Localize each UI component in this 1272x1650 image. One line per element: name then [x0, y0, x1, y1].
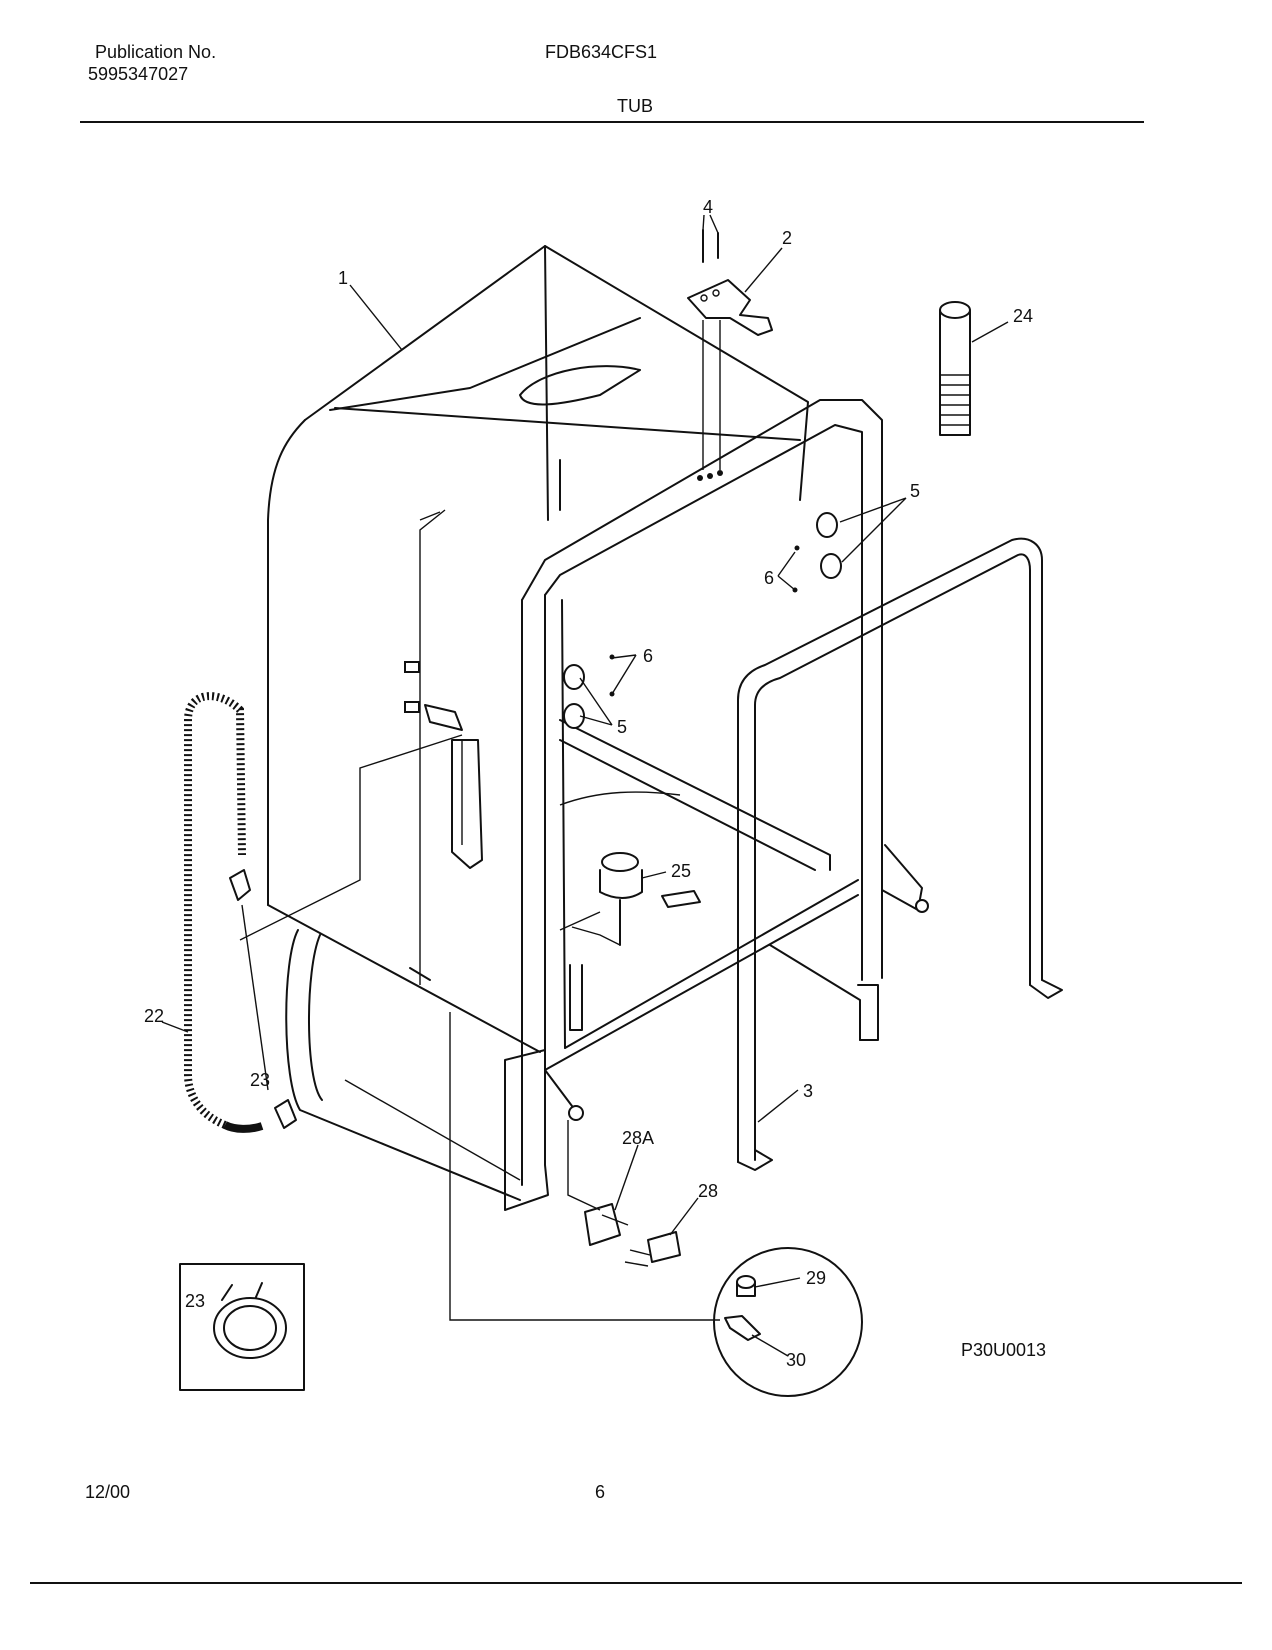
callout-30: 30	[786, 1350, 806, 1370]
page-number: 6	[595, 1482, 606, 1502]
top-bracket	[687, 229, 773, 481]
callout-1: 1	[338, 268, 348, 288]
footer-date: 12/00	[85, 1482, 131, 1502]
tub-body	[267, 245, 809, 1201]
footer-rule	[30, 1582, 1242, 1584]
drain-hose	[184, 692, 463, 1133]
callout-6-right: 6	[764, 568, 774, 588]
callout-4: 4	[703, 197, 713, 217]
publication-label: Publication No.	[95, 42, 217, 62]
figure-code: P30U0013	[961, 1340, 1046, 1360]
callout-28: 28	[698, 1181, 718, 1201]
lower-bracket	[449, 1012, 720, 1321]
callout-22: 22	[144, 1006, 164, 1026]
header-rule	[80, 121, 1144, 123]
callout-25: 25	[671, 861, 691, 881]
rack-rollers	[563, 512, 842, 729]
door-seal	[737, 537, 1063, 1171]
callout-24: 24	[1013, 306, 1033, 326]
callout-23-inset: 23	[185, 1291, 205, 1311]
callout-2: 2	[782, 228, 792, 248]
callout-29: 29	[806, 1268, 826, 1288]
callout-6-left: 6	[643, 646, 653, 666]
leader-lines	[161, 214, 1009, 1357]
callout-28a: 28A	[622, 1128, 654, 1148]
callout-5-left: 5	[617, 717, 627, 737]
door-frame	[521, 399, 929, 1186]
publication-number: 5995347027	[88, 64, 189, 84]
vent-pipe	[939, 301, 971, 436]
callout-5-right: 5	[910, 481, 920, 501]
callout-3: 3	[803, 1081, 813, 1101]
door-switch	[584, 1203, 681, 1267]
callout-23: 23	[250, 1070, 270, 1090]
float-assembly	[569, 852, 701, 1031]
clamp-inset	[179, 1263, 305, 1391]
section-title: TUB	[617, 96, 653, 116]
detail-circle	[713, 1247, 863, 1397]
model-number: FDB634CFS1	[545, 42, 658, 62]
